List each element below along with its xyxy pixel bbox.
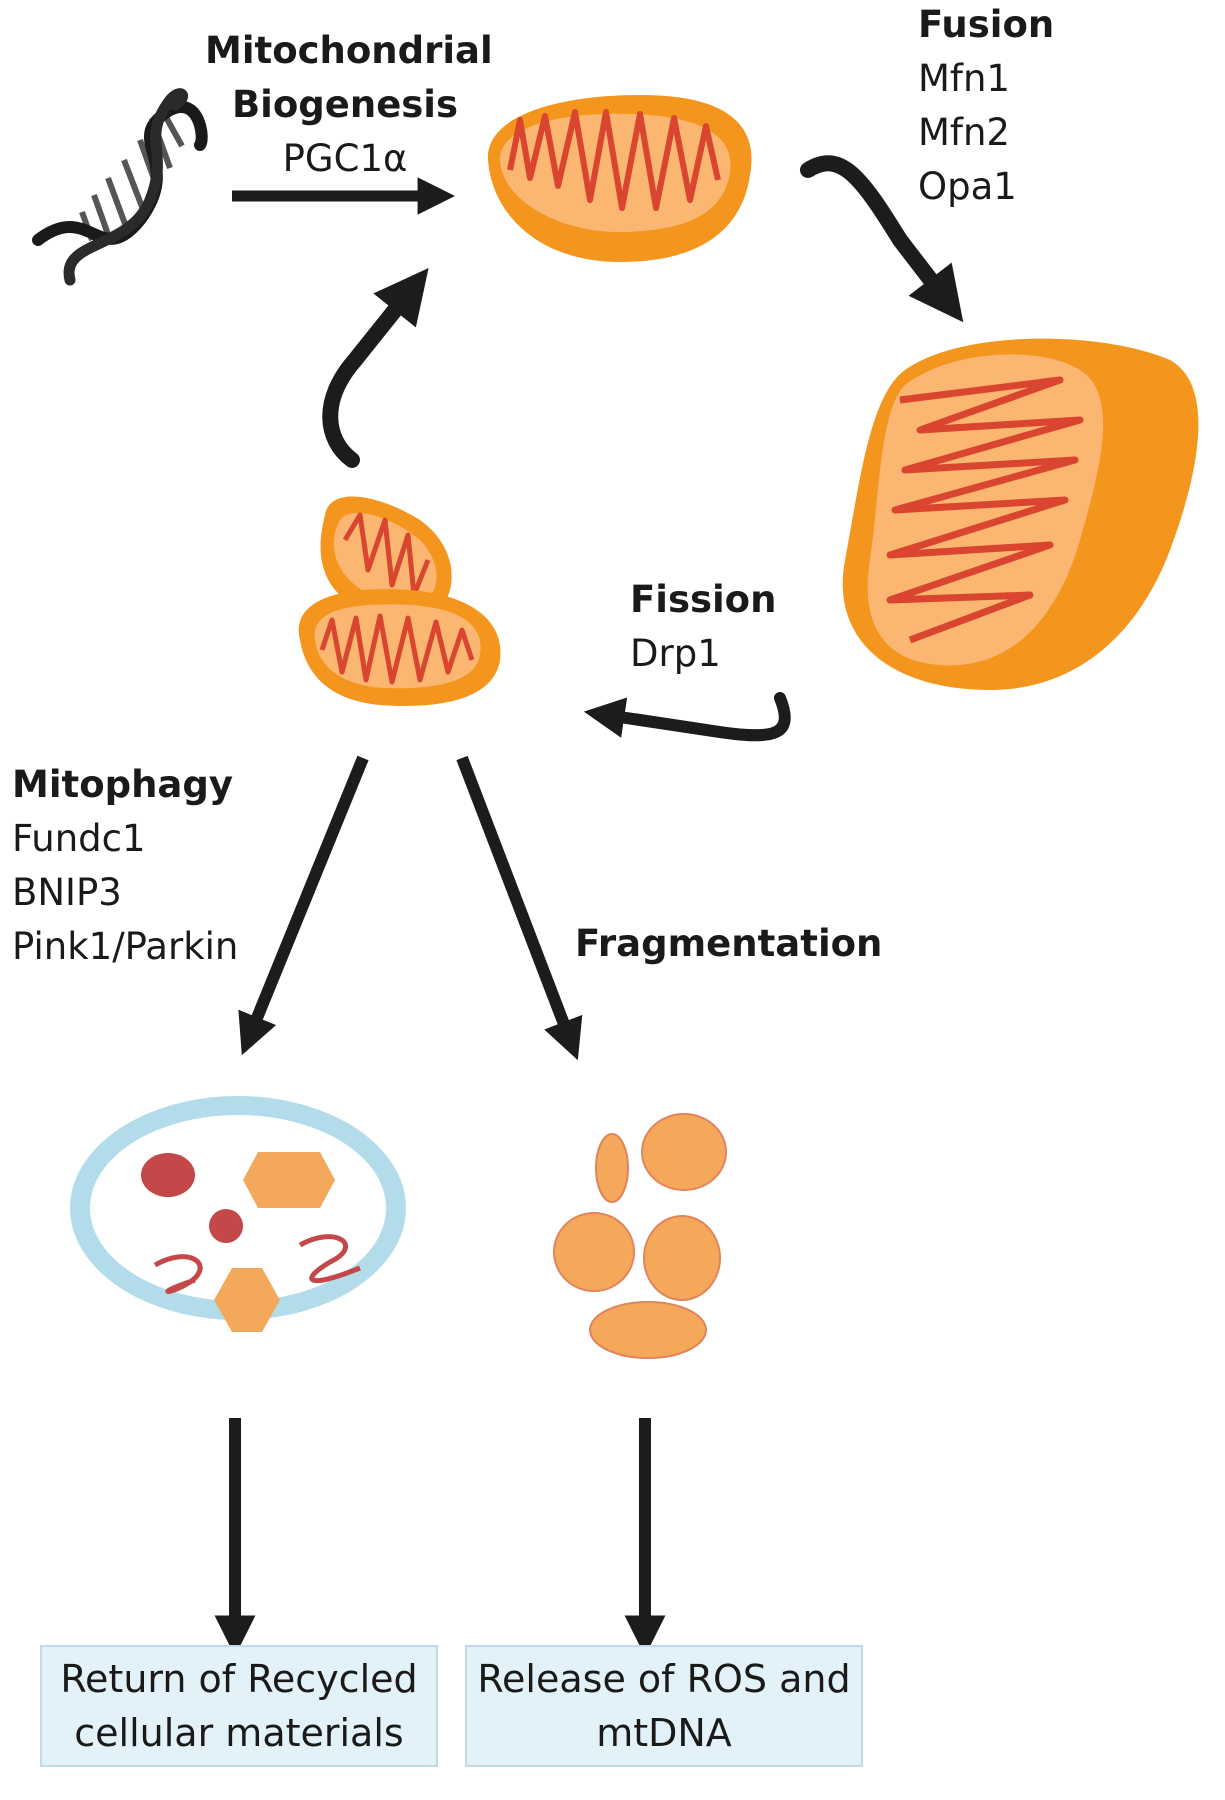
lysosome: [70, 1096, 406, 1332]
biogenesis-title-line2: Biogenesis: [231, 83, 459, 126]
fission-gene: Drp1: [630, 632, 721, 675]
fusion-gene-2: Mfn2: [918, 111, 1010, 154]
mitochondria-fissioned: [298, 496, 501, 706]
fusion-label: Fusion Mfn1 Mfn2 Opa1: [918, 0, 1054, 214]
fusion-gene-3: Opa1: [918, 165, 1017, 208]
fragmentation-label: Fragmentation: [575, 917, 882, 971]
recovery-arrow: [322, 268, 429, 468]
biogenesis-label: Mitochondrial Biogenesis PGC1α: [205, 24, 493, 186]
recycled-line1: Return of Recycled: [60, 1657, 418, 1701]
mitochondrion-fused: [842, 338, 1199, 690]
fission-label: Fission Drp1: [630, 573, 776, 681]
ros-line1: Release of ROS and: [477, 1657, 851, 1701]
fusion-arrow: [800, 155, 964, 323]
fission-arrow: [583, 692, 791, 742]
mitophagy-arrow: [238, 755, 369, 1056]
mitophagy-gene-1: Fundc1: [12, 817, 146, 860]
mitophagy-label: Mitophagy Fundc1 BNIP3 Pink1/Parkin: [12, 758, 238, 974]
biogenesis-gene: PGC1α: [282, 137, 408, 180]
mitophagy-gene-2: BNIP3: [12, 871, 122, 914]
fragmentation-title: Fragmentation: [575, 922, 883, 965]
mitophagy-gene-3: Pink1/Parkin: [12, 925, 239, 968]
fusion-gene-1: Mfn1: [918, 57, 1010, 100]
ros-line2: mtDNA: [596, 1711, 732, 1755]
biogenesis-title-line1: Mitochondrial: [205, 29, 493, 72]
fission-title: Fission: [630, 578, 777, 621]
recycled-line2: cellular materials: [74, 1711, 404, 1755]
mitophagy-title: Mitophagy: [12, 763, 234, 806]
fusion-title: Fusion: [918, 3, 1055, 46]
ros-outcome-box: Release of ROS and mtDNA: [465, 1645, 863, 1767]
mitochondrial-fragments: [553, 1113, 727, 1359]
dna-helix-icon: [32, 88, 208, 286]
mitochondrion-top: [487, 95, 752, 262]
recycled-outcome-box: Return of Recycled cellular materials: [40, 1645, 438, 1767]
fragmentation-arrow: [456, 755, 583, 1061]
